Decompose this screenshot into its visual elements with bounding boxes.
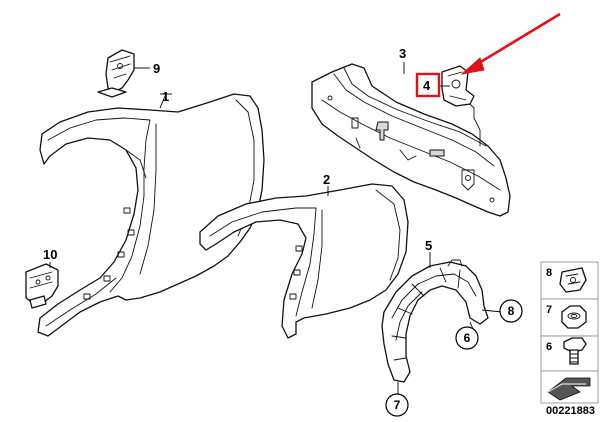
- legend-label-8: 8: [546, 267, 552, 279]
- legend-label-7: 7: [546, 304, 552, 316]
- bolt-icon: [563, 337, 587, 365]
- callout-1: 1: [162, 89, 169, 104]
- callout-5: 5: [425, 238, 432, 253]
- callout-8-circle: 8: [499, 299, 523, 323]
- part-3-rear-panel: [311, 62, 511, 217]
- callout-7: 7: [394, 398, 401, 412]
- callout-3: 3: [399, 46, 406, 61]
- arrow-plate-icon: [547, 377, 591, 401]
- callout-9: 9: [153, 61, 160, 76]
- part-10-bracket: [25, 262, 59, 309]
- part-5-wheel-arch-liner: [381, 252, 489, 383]
- callout-6: 6: [464, 331, 471, 345]
- part-4-bracket: [440, 65, 475, 107]
- legend-label-6: 6: [546, 341, 552, 353]
- part-1-side-panel: [37, 93, 265, 337]
- part-9-bracket: [97, 49, 150, 98]
- callout-4-highlight: 4: [415, 72, 441, 98]
- part-2-side-panel: [199, 183, 409, 339]
- callout-4: 4: [423, 78, 431, 93]
- red-arrow-indicator: [460, 12, 561, 75]
- callout-8: 8: [508, 304, 515, 318]
- hex-nut-icon: [561, 305, 587, 329]
- callout-2: 2: [323, 172, 330, 187]
- callout-6-circle: 6: [455, 326, 479, 350]
- diagram-id: 00221883: [546, 405, 595, 417]
- callout-7-circle: 7: [385, 393, 409, 417]
- fastener-legend: 8 7 6 00221883: [540, 261, 599, 417]
- leader-lines: [397, 309, 503, 394]
- callout-10: 10: [43, 247, 57, 262]
- clip-nut-icon: [559, 267, 587, 293]
